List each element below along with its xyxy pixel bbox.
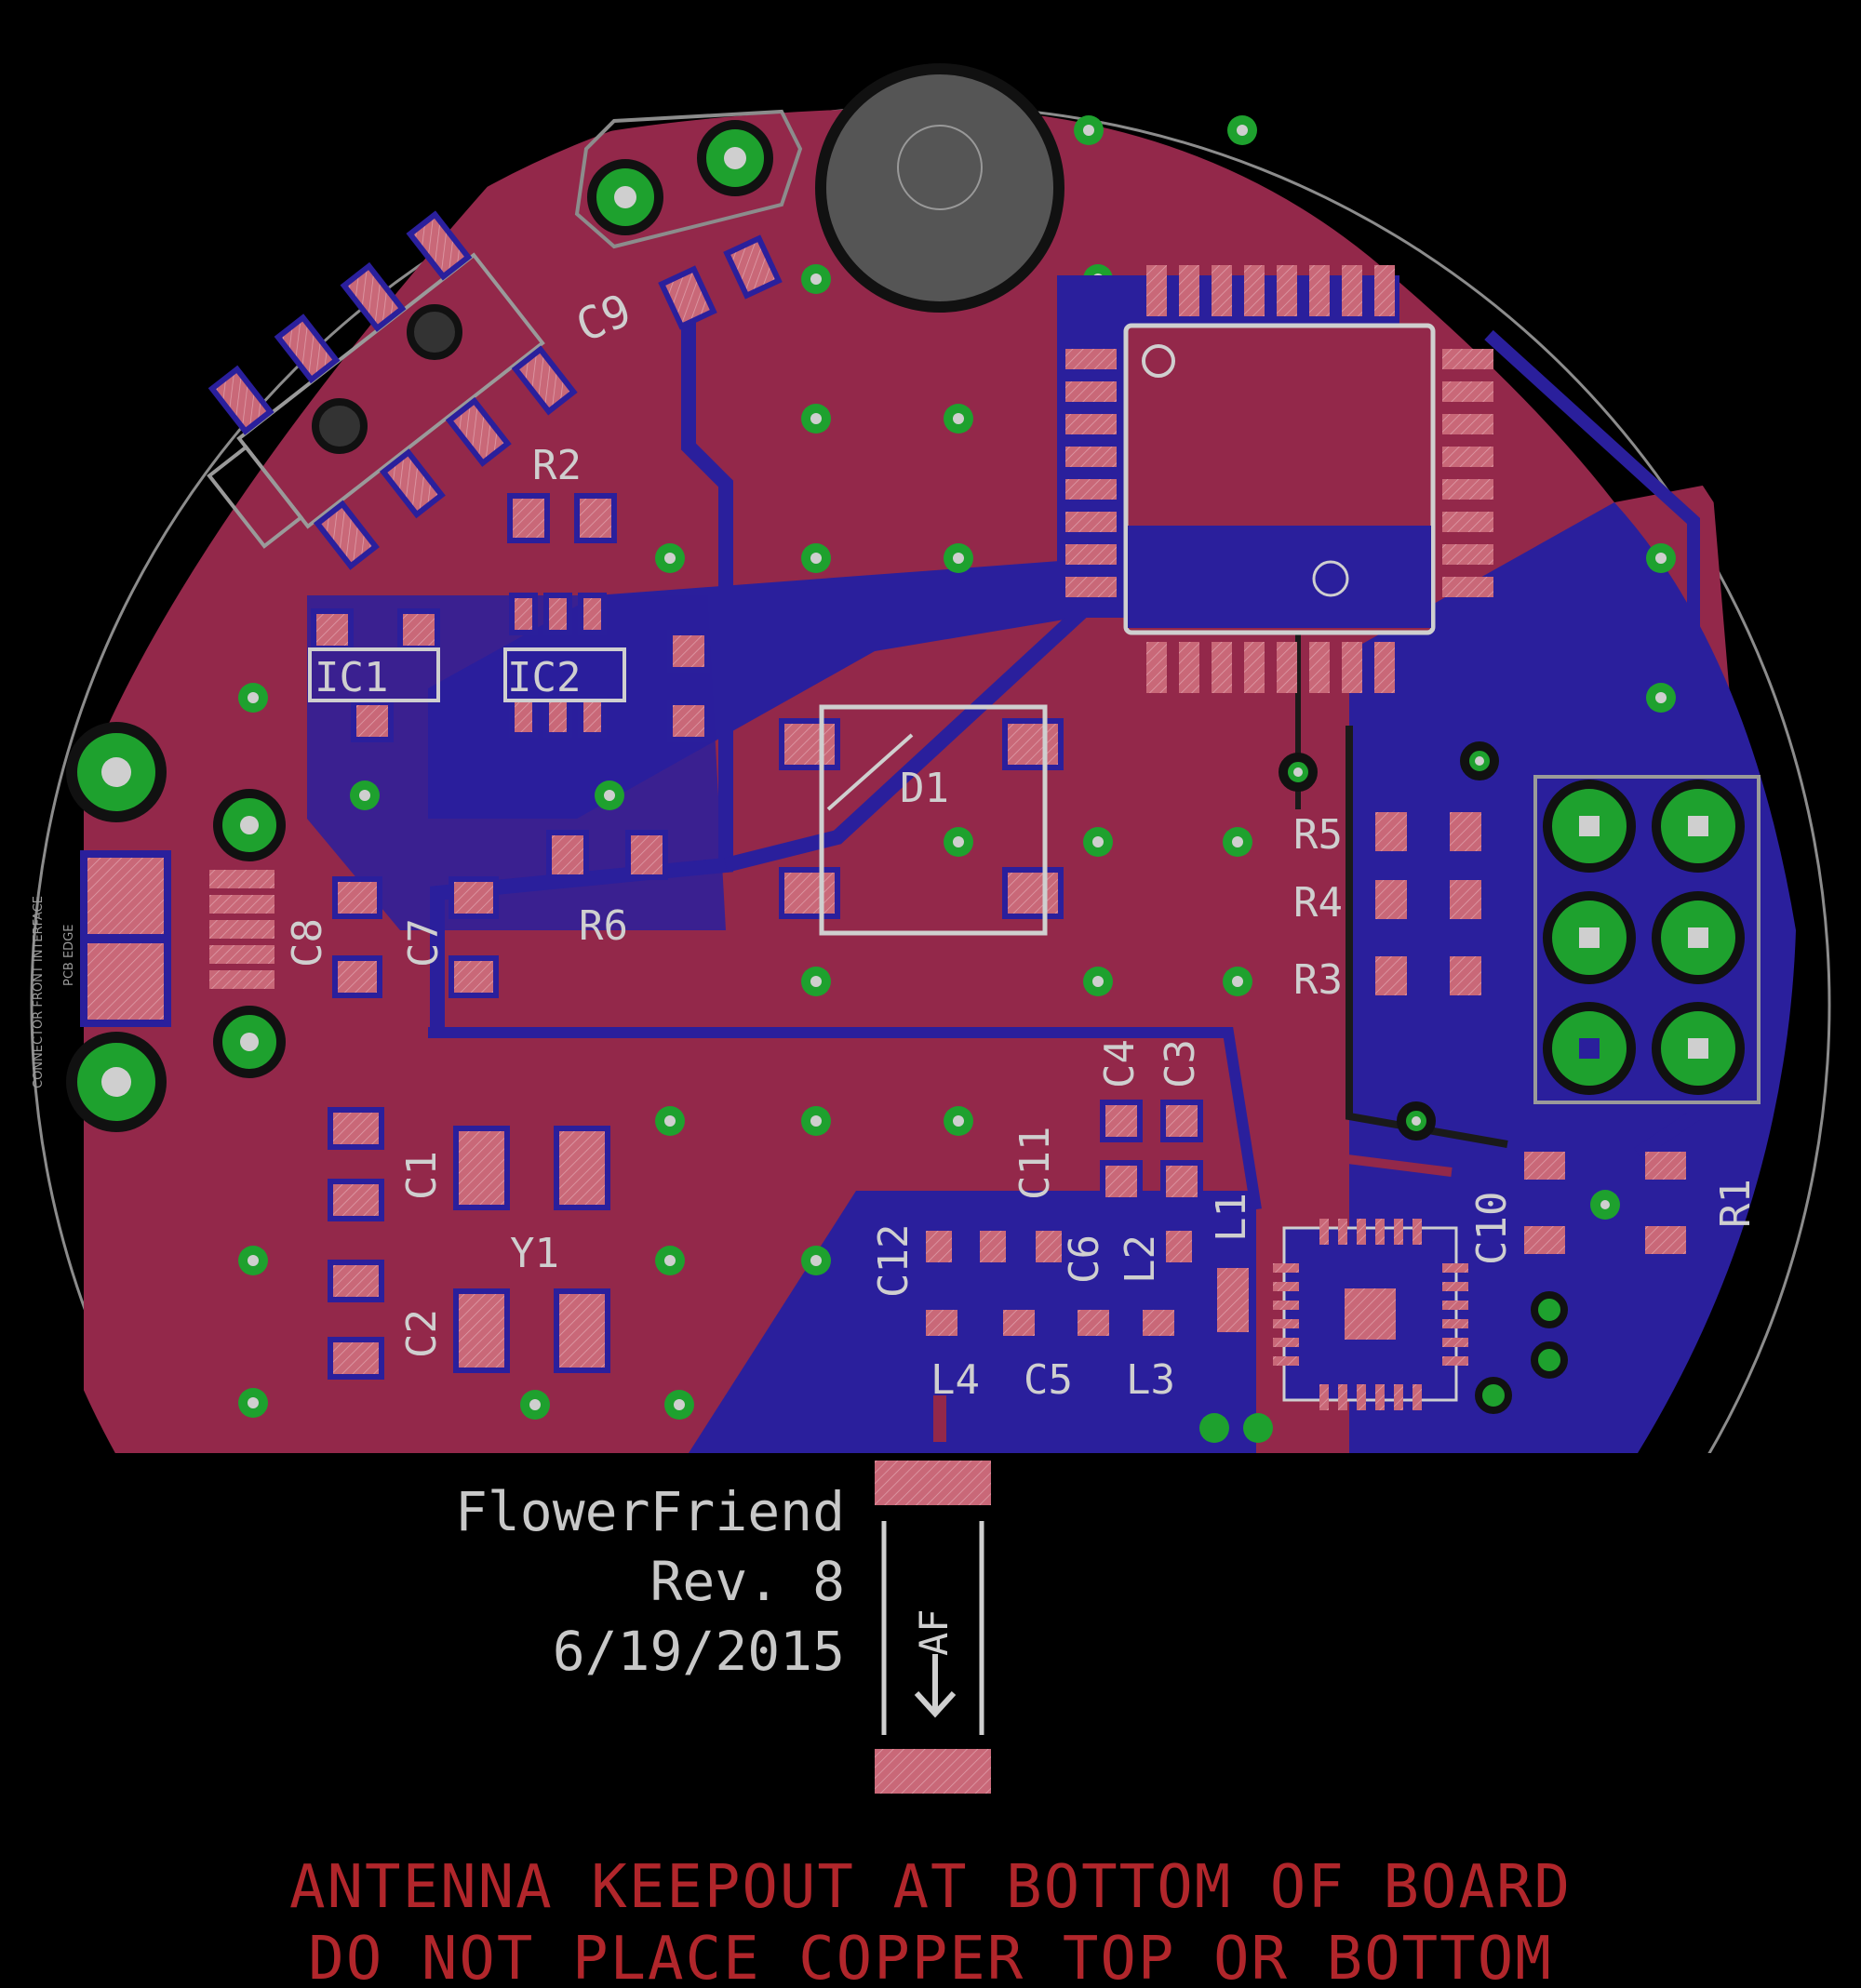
- label-r5: R5: [1293, 811, 1343, 859]
- label-ic1: IC1: [315, 654, 388, 701]
- label-c1: C1: [398, 1151, 446, 1200]
- label-r6: R6: [579, 902, 628, 950]
- d1-outline: [819, 704, 1048, 936]
- label-d1: D1: [900, 765, 949, 812]
- label-l2: L2: [1117, 1234, 1164, 1284]
- label-c2: C2: [398, 1309, 446, 1358]
- antenna-feature: [875, 1461, 991, 1794]
- slide-switch: [207, 210, 578, 570]
- buzzer-hole-inner: [897, 125, 983, 210]
- keepout-note-line-1: ANTENNA KEEPOUT AT BOTTOM OF BOARD: [289, 1853, 1572, 1922]
- label-c12: C12: [870, 1224, 917, 1298]
- pcb-edge-label: PCB EDGE: [62, 925, 76, 986]
- label-ic2: IC2: [507, 654, 581, 701]
- label-y1: Y1: [510, 1230, 559, 1277]
- usb-connector: [66, 722, 286, 1132]
- d1-outline-diagonal: [826, 733, 914, 811]
- radio-ic: [1273, 1219, 1468, 1410]
- label-c5: C5: [1024, 1356, 1073, 1404]
- label-l1: L1: [1208, 1193, 1255, 1242]
- board-date: 6/19/2015: [553, 1620, 845, 1683]
- label-l4: L4: [930, 1356, 980, 1404]
- label-r1: R1: [1712, 1179, 1760, 1228]
- board-title: FlowerFriend: [455, 1480, 845, 1543]
- programming-header: [1533, 775, 1761, 1104]
- bottom-copper-pour-left: [307, 595, 726, 930]
- vias: [238, 115, 1676, 1443]
- connector-interface-label: CONNECTOR FRONT INTERFACE: [32, 896, 46, 1088]
- microcontroller-ic: [1057, 265, 1493, 693]
- label-l3: L3: [1126, 1356, 1175, 1404]
- battery-connector: [574, 109, 803, 249]
- label-c10: C10: [1468, 1192, 1516, 1265]
- antenna-marking: AF: [911, 1608, 957, 1656]
- bottom-copper-pour-lower: [689, 1191, 1256, 1453]
- label-c4: C4: [1096, 1039, 1144, 1088]
- antenna-keepout-zone: [0, 1453, 1861, 1988]
- label-c11: C11: [1011, 1127, 1059, 1200]
- label-r4: R4: [1293, 879, 1343, 927]
- board-revision: Rev. 8: [649, 1550, 845, 1613]
- switch-hole: [407, 304, 462, 360]
- label-r2: R2: [532, 442, 582, 489]
- label-c7: C7: [400, 918, 448, 967]
- label-r3: R3: [1293, 956, 1343, 1004]
- ic1-outline: [308, 647, 440, 702]
- smd-pads: [311, 234, 1692, 1380]
- label-c6: C6: [1061, 1234, 1108, 1284]
- label-c3: C3: [1157, 1039, 1204, 1088]
- buzzer-hole: [815, 63, 1064, 313]
- ic2-outline: [503, 647, 626, 702]
- keepout-note-line-2: DO NOT PLACE COPPER TOP OR BOTTOM: [308, 1925, 1553, 1988]
- switch-hole: [312, 398, 368, 454]
- label-c8: C8: [284, 918, 331, 967]
